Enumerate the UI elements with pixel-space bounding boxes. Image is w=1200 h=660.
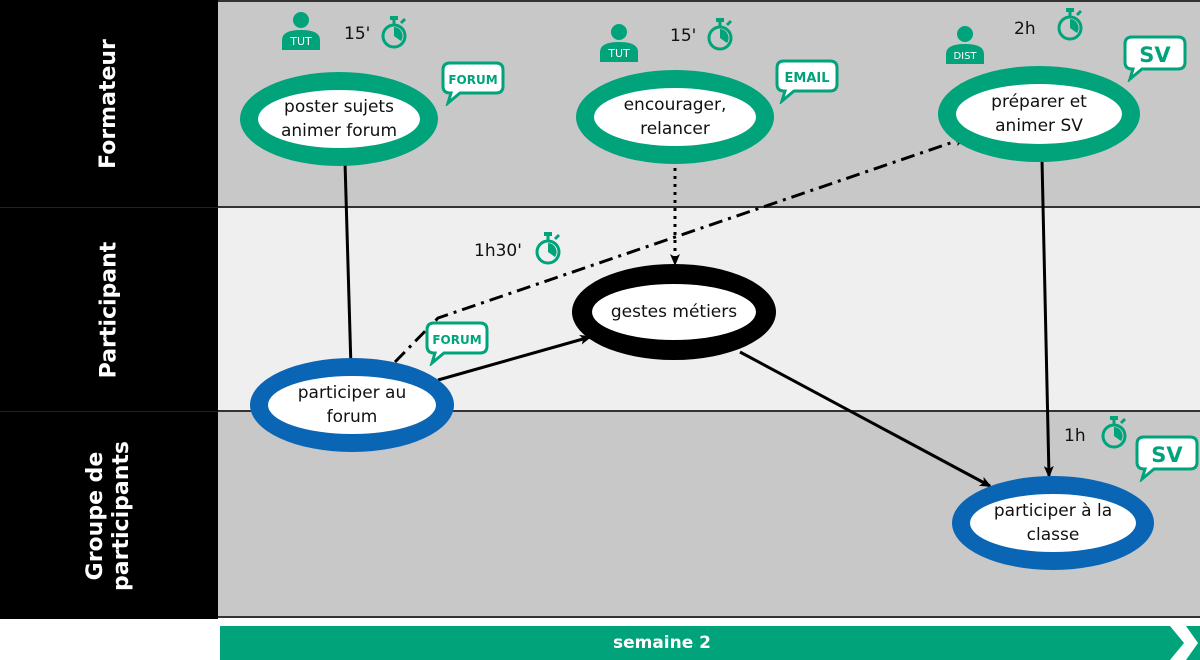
speech-bubble-icon-email: EMAIL [775,59,839,104]
node-label: gestes métiers [610,302,738,322]
node-label: participer à la classe [993,501,1113,545]
lane-title-groupe-line2: participants [108,440,134,591]
node-participer-forum[interactable]: participer au forum [250,358,454,452]
person-icon-dist: DIST [946,26,984,64]
node-label: encourager, relancer [623,95,727,139]
stopwatch-icon [1057,8,1083,41]
lane-title-groupe: Groupe de participants [83,441,135,591]
person-icon-tut: TUT [282,12,320,50]
speech-bubble-icon-sv: SV [1135,435,1199,482]
badge-tut-text: TUT [289,35,312,48]
duration-gestes: 1h30' [474,241,522,261]
duration-encourager: 15' [670,26,697,46]
speech-bubble-icon-sv: SV [1123,35,1187,82]
timeline-bar [220,626,1200,660]
badge-dist-text: DIST [953,51,977,62]
bubble-text: FORUM [432,333,481,347]
stopwatch-icon [535,232,561,265]
lane-separator [218,410,1200,412]
bubble-text: SV [1151,443,1183,467]
stopwatch-icon [381,16,407,49]
badge-tut-text: TUT [607,47,630,60]
node-poster-sujets[interactable]: poster sujets animer forum [240,72,438,166]
person-icon-tut: TUT [600,24,638,62]
bubble-text: SV [1139,43,1171,67]
timeline-label: semaine 2 [612,633,712,653]
lane-label-formateur: Formateur [0,0,218,207]
lane-separator [218,616,1200,618]
duration-classe: 1h [1064,426,1086,446]
lane-label-groupe: Groupe de participants [0,411,218,619]
lane-title-groupe-line1: Groupe de [82,451,108,580]
lane-separator [218,0,1200,2]
speech-bubble-icon-forum: FORUM [425,321,489,366]
duration-preparer: 2h [1014,19,1036,39]
duration-poster: 15' [344,24,371,44]
bubble-text: EMAIL [785,71,830,86]
lane-separator [218,206,1200,208]
node-participer-classe[interactable]: participer à la classe [952,476,1154,570]
stopwatch-icon [1101,416,1127,449]
speech-bubble-icon-forum: FORUM [441,61,505,106]
node-preparer-sv[interactable]: préparer et animer SV [938,66,1140,162]
node-encourager[interactable]: encourager, relancer [576,70,774,164]
lane-title-formateur: Formateur [95,38,121,169]
node-label: préparer et animer SV [991,92,1087,136]
bubble-text: FORUM [448,73,497,87]
node-gestes-metiers[interactable]: gestes métiers [572,264,776,360]
node-label: poster sujets animer forum [280,97,398,141]
node-label: participer au forum [297,383,407,427]
lane-title-participant: Participant [95,241,121,379]
lane-label-participant: Participant [0,207,218,412]
stopwatch-icon [707,18,733,51]
